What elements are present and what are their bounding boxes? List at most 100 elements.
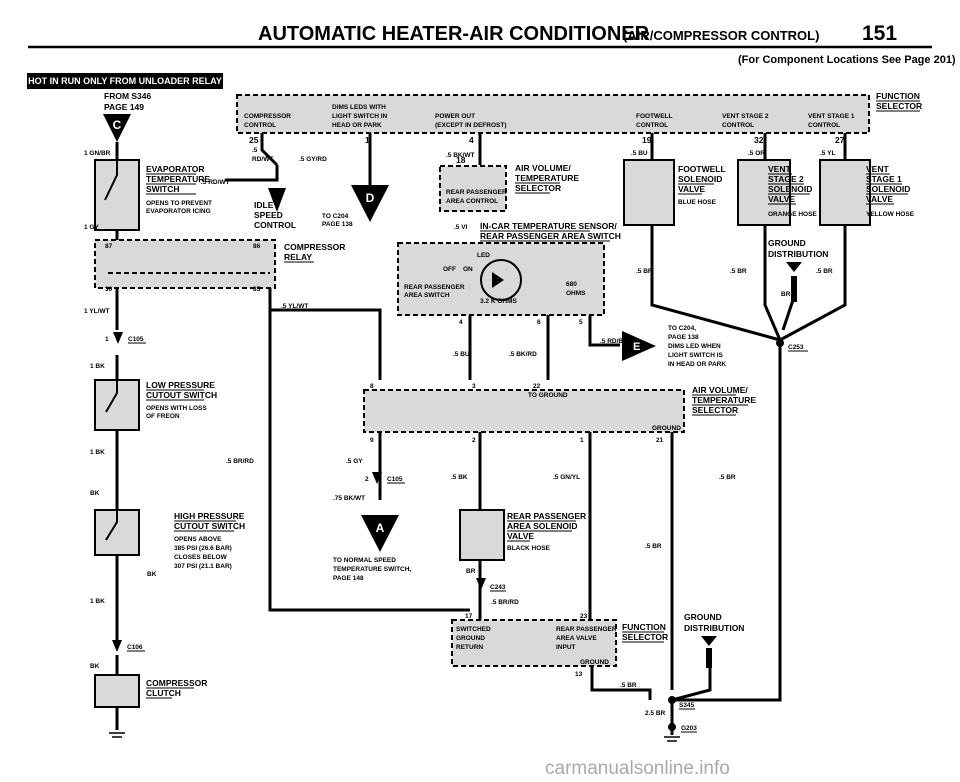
ground-box2-label: GROUND xyxy=(580,659,609,666)
ohms-32k-label: 3.2 K OHMS xyxy=(480,298,518,305)
connector-c-arrow xyxy=(103,114,131,142)
svg-text:HEAD OR PARK: HEAD OR PARK xyxy=(332,122,382,129)
cu-vent-stage2-control: VENT STAGE 2 CONTROL xyxy=(722,113,769,129)
svg-text:COMPRESSOR: COMPRESSOR xyxy=(146,678,207,688)
svg-text:AIR VOLUME/: AIR VOLUME/ xyxy=(692,385,748,395)
led-symbol xyxy=(480,259,522,301)
wires xyxy=(115,133,847,735)
wire-label-bk-wt-75: .75 BK/WT xyxy=(333,495,365,502)
svg-text:4: 4 xyxy=(459,319,463,326)
c105b-label: C105 xyxy=(387,476,403,483)
connector-e-arrow xyxy=(622,331,656,361)
connector-e-label: E xyxy=(633,341,640,353)
footwell-solenoid-box xyxy=(623,159,675,226)
ground-dist-arrow-top xyxy=(786,262,802,272)
g203-ground-point xyxy=(668,723,676,731)
svg-text:FUNCTION: FUNCTION xyxy=(622,622,666,632)
page-number: 151 xyxy=(862,22,897,45)
cu-function-selector: FUNCTION SELECTOR xyxy=(876,91,922,112)
vent-stage2-solenoid-box xyxy=(737,159,791,226)
svg-text:25: 25 xyxy=(249,135,259,145)
high-pressure-contact xyxy=(105,510,118,541)
function-selector2-label: FUNCTION SELECTOR xyxy=(622,622,668,643)
svg-text:4: 4 xyxy=(469,135,474,145)
svg-text:SOLENOID: SOLENOID xyxy=(866,184,910,194)
wire-label-gn-yl: .5 GN/YL xyxy=(553,474,580,481)
svg-text:AREA SWITCH: AREA SWITCH xyxy=(404,292,450,299)
cu-vent-stage1-control: VENT STAGE 1 CONTROL xyxy=(808,113,855,129)
c105a-label: C105 xyxy=(128,336,144,343)
rear-valve-input-label: REAR PASSENGER AREA VALVE INPUT xyxy=(556,626,617,651)
svg-text:SELECTOR: SELECTOR xyxy=(515,183,561,193)
svg-text:85: 85 xyxy=(253,286,261,293)
wire-label-gn-br: 1 GN/BR xyxy=(84,150,111,157)
high-pressure-label: HIGH PRESSURE CUTOUT SWITCH xyxy=(174,511,245,532)
svg-text:AIR VOLUME/: AIR VOLUME/ xyxy=(515,163,571,173)
svg-text:VALVE: VALVE xyxy=(678,184,705,194)
svg-text:AREA SOLENOID: AREA SOLENOID xyxy=(507,521,578,531)
wire-label-1-gy: 1 GY xyxy=(84,224,99,231)
svg-text:EVAPORATOR: EVAPORATOR xyxy=(146,164,205,174)
function-selector-lower-box xyxy=(451,619,617,667)
svg-text:OPENS TO PREVENT: OPENS TO PREVENT xyxy=(146,200,212,207)
splice-c253 xyxy=(776,339,784,347)
wire-label-br-25: 2.5 BR xyxy=(645,710,666,717)
svg-text:21: 21 xyxy=(656,437,664,444)
svg-text:(EXCEPT IN DEFROST): (EXCEPT IN DEFROST) xyxy=(435,122,507,129)
svg-text:AREA VALVE: AREA VALVE xyxy=(556,635,597,642)
svg-text:INPUT: INPUT xyxy=(556,644,576,651)
c105b-connector-icon xyxy=(372,472,382,484)
wire-label-br-a: .5 BR xyxy=(636,268,653,275)
svg-text:CUTOUT SWITCH: CUTOUT SWITCH xyxy=(174,521,245,531)
cu-footwell-control: FOOTWELL CONTROL xyxy=(636,113,672,129)
svg-text:9: 9 xyxy=(370,437,374,444)
wire-label-br-valve: BR xyxy=(466,568,476,575)
wire-label-gy-rd: .5 GY/RD xyxy=(299,156,327,163)
svg-text:STAGE 2: STAGE 2 xyxy=(768,174,804,184)
svg-text:30: 30 xyxy=(105,286,113,293)
high-pressure-note: OPENS ABOVE 385 PSI (26.6 BAR) CLOSES BE… xyxy=(174,536,232,570)
wire-label-br-rd-1: .5 BR/RD xyxy=(226,458,254,465)
cu-compressor-control: COMPRESSOR CONTROL xyxy=(244,113,291,129)
svg-text:OHMS: OHMS xyxy=(566,290,586,297)
ohms-680-label: 680 OHMS xyxy=(566,281,586,297)
svg-text:CLUTCH: CLUTCH xyxy=(146,688,181,698)
rear-pass-switch-label: REAR PASSENGER AREA SWITCH xyxy=(404,284,465,299)
svg-text:SELECTOR: SELECTOR xyxy=(622,632,668,642)
air-volume-selector-box xyxy=(363,389,685,433)
wire-label-bk-plain2: BK xyxy=(90,663,100,670)
svg-text:5: 5 xyxy=(579,319,583,326)
svg-text:SPEED: SPEED xyxy=(254,210,283,220)
page-subtitle: (AIR/COMPRESSOR CONTROL) xyxy=(623,28,819,43)
svg-text:PAGE 138: PAGE 138 xyxy=(322,221,353,228)
wire-label-bk-1c: 1 BK xyxy=(90,598,105,605)
svg-text:SWITCH: SWITCH xyxy=(146,184,180,194)
orange-hose-label: ORANGE HOSE xyxy=(768,211,817,218)
to-normal-speed-label: TO NORMAL SPEED TEMPERATURE SWITCH, PAGE… xyxy=(333,557,411,582)
svg-text:VALVE: VALVE xyxy=(768,194,795,204)
svg-text:VALVE: VALVE xyxy=(866,194,893,204)
wire-label-bk-wt: .5 BK/WT xyxy=(446,152,475,159)
evaporator-note: OPENS TO PREVENT EVAPORATOR ICING xyxy=(146,200,212,215)
svg-text:IDLE: IDLE xyxy=(254,200,274,210)
wire-label-br-b: .5 BR xyxy=(730,268,747,275)
wire-label-bk-rd-sensor: .5 BK/RD xyxy=(509,351,537,358)
svg-text:SELECTOR: SELECTOR xyxy=(876,101,922,111)
vent-stage2-solenoid-label: VENT STAGE 2 SOLENOID VALVE xyxy=(768,164,812,205)
svg-text:VENT: VENT xyxy=(866,164,889,174)
compressor-clutch-box xyxy=(94,674,140,708)
footwell-solenoid-label: FOOTWELL SOLENOID VALVE xyxy=(678,164,726,195)
wire-label-bk-comp: BK xyxy=(147,571,157,578)
svg-text:REAR PASSENGER: REAR PASSENGER xyxy=(404,284,465,291)
svg-text:DISTRIBUTION: DISTRIBUTION xyxy=(684,623,744,633)
to-c204-label: TO C204 PAGE 138 xyxy=(322,213,353,228)
to-ground-label: TO GROUND xyxy=(528,392,568,399)
svg-text:PAGE 138: PAGE 138 xyxy=(668,334,699,341)
low-pressure-label: LOW PRESSURE CUTOUT SWITCH xyxy=(146,380,217,401)
wire-label-br-g: .5 BR xyxy=(620,682,637,689)
wire-label-bu: .5 BU xyxy=(631,150,648,157)
air-volume-temp2-label: AIR VOLUME/ TEMPERATURE SELECTOR xyxy=(692,385,756,416)
svg-text:GROUND: GROUND xyxy=(684,612,722,622)
c105a-pin: 1 xyxy=(105,336,109,343)
wire-label-vi: .5 VI xyxy=(454,224,468,231)
